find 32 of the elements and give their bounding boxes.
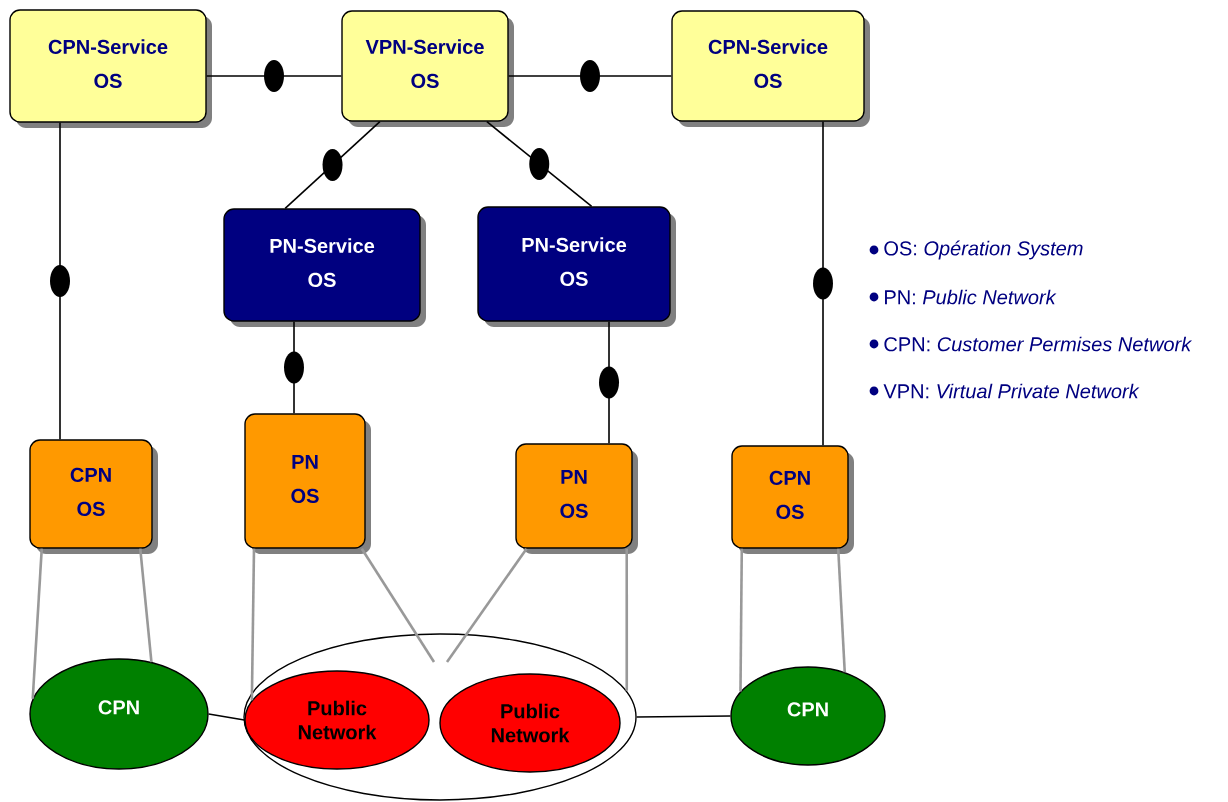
- connector: [486, 120, 593, 208]
- definition-text: OS: Opération System: [884, 240, 1083, 260]
- connector: [813, 120, 833, 447]
- service-box: VPN-Service OS: [341, 10, 514, 127]
- connector: [207, 713, 246, 721]
- service-box: CPN-Service OS: [671, 10, 870, 127]
- connector: [507, 60, 673, 92]
- os-box: PN OS: [515, 443, 638, 554]
- connector: [836, 548, 847, 673]
- connector: [739, 548, 744, 692]
- os-box: PN OS: [244, 413, 371, 554]
- service-box: PN-Service OS: [477, 206, 676, 327]
- connector: [31, 548, 44, 699]
- os-box: CPN OS: [731, 445, 854, 554]
- connector: [138, 548, 153, 663]
- connector: [625, 548, 629, 691]
- connector: [284, 320, 304, 415]
- os-box: CPN OS: [29, 439, 158, 554]
- connector: [250, 548, 256, 701]
- connector: [50, 121, 70, 441]
- connector: [635, 715, 732, 718]
- service-box: PN-Service OS: [223, 208, 426, 327]
- connector: [205, 60, 343, 92]
- connector: [284, 120, 381, 210]
- network-ellipse: [243, 633, 637, 801]
- connector: [599, 320, 619, 445]
- connector: [445, 547, 528, 663]
- definition-text: PN: Public Network: [885, 289, 1057, 305]
- service-box: CPN-Service OS: [9, 9, 212, 128]
- definition-text: CPN: Customer Permises Network: [884, 336, 1193, 352]
- definition-text: VPN: Virtual Private Network: [883, 383, 1140, 399]
- connector: [360, 548, 436, 663]
